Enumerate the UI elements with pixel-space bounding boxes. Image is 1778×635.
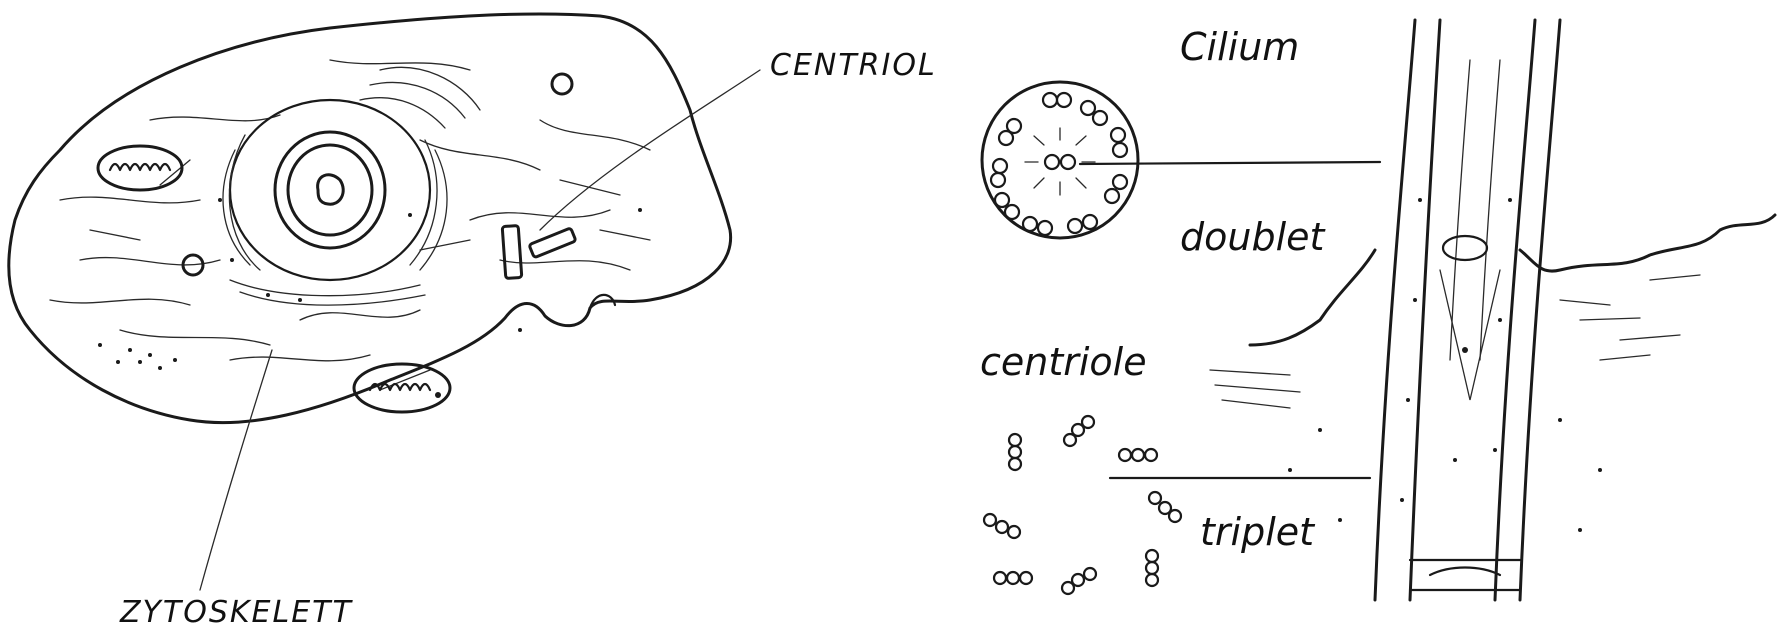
label-centriole: centriole [980, 340, 1147, 384]
label-cilium: Cilium [1180, 25, 1299, 69]
cilium-cross-section [982, 82, 1138, 238]
cell-surface [1210, 215, 1775, 532]
nucleus [218, 67, 480, 305]
centriole-pair [502, 226, 576, 279]
cross-section-pointer [1080, 162, 1380, 164]
label-centriol: CENTRIOL [770, 48, 937, 83]
triplet-microtubules [984, 416, 1181, 594]
cytoskeleton-fibers [50, 60, 650, 390]
label-zytoskelett: ZYTOSKELETT [119, 595, 353, 630]
label-doublet: doublet [1180, 215, 1327, 259]
cilium-shaft [1375, 20, 1560, 600]
label-triplet: triplet [1200, 510, 1316, 554]
zytoskelett-leader-line [200, 350, 272, 590]
cell-drawing [9, 14, 760, 590]
mitochondrion [98, 146, 182, 190]
vesicle [552, 74, 572, 94]
